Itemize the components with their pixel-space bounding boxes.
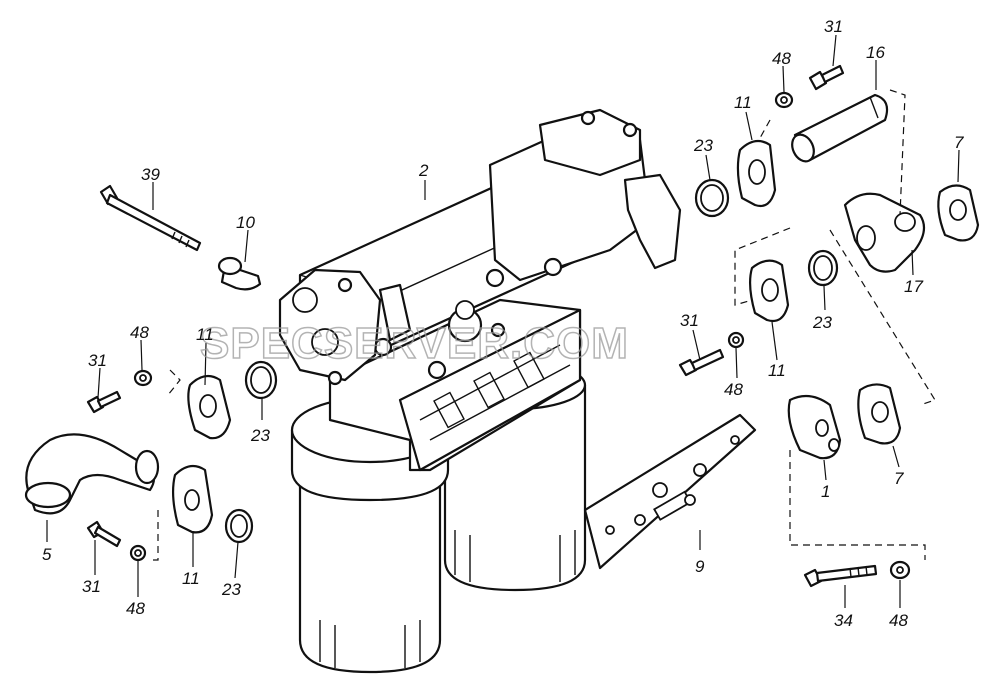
callout-48: 48: [772, 49, 791, 68]
callout-9: 9: [695, 557, 705, 576]
callout-23: 23: [221, 580, 241, 599]
adapter-plate: [787, 394, 842, 460]
callout-11: 11: [768, 361, 786, 380]
callout-48: 48: [126, 599, 145, 618]
callout-34: 34: [834, 611, 853, 630]
pipe-spigot: [791, 93, 889, 163]
callout-31: 31: [824, 17, 843, 36]
callout-11: 11: [196, 325, 214, 344]
washer-left-lower: [129, 544, 147, 562]
bolt-left-lower: [86, 520, 122, 548]
watermark: SPECSERVER.COM: [200, 319, 629, 368]
assembly-dashed-lines: [150, 89, 936, 561]
callout-23: 23: [812, 313, 832, 332]
callout-31: 31: [82, 577, 101, 596]
gasket-square-upper: [937, 184, 980, 242]
callout-5: 5: [42, 545, 52, 564]
filter-housing: [328, 298, 582, 472]
washer-right-mid: [727, 331, 745, 349]
long-bolt: [99, 184, 202, 252]
o-ring-right-mid: [807, 249, 839, 287]
callout-48: 48: [724, 380, 743, 399]
washer-right-upper: [774, 91, 794, 109]
callout-31: 31: [680, 311, 699, 330]
o-ring-left-lower: [224, 508, 254, 544]
gasket-right-mid: [748, 259, 790, 323]
callout-31: 31: [88, 351, 107, 370]
gasket-left-lower: [171, 464, 214, 534]
callout-23: 23: [693, 136, 713, 155]
front-flange: [278, 268, 382, 386]
callout-11: 11: [734, 93, 752, 112]
gasket-square-lower: [857, 383, 902, 445]
callout-1: 1: [821, 482, 830, 501]
elbow-pipe: [24, 433, 160, 515]
bolt-right-upper: [808, 64, 845, 91]
gasket-left-upper: [187, 374, 232, 440]
washer-right-lower: [889, 560, 911, 580]
callout-7: 7: [894, 469, 904, 488]
callout-10: 10: [236, 213, 255, 232]
callout-17: 17: [904, 277, 923, 296]
o-ring-left-upper: [244, 360, 278, 400]
callout-labels: 2 39 10 48 31 11 23 5 31 48 11 23 48 31 …: [42, 17, 964, 630]
outlet-flange: [843, 192, 926, 273]
callout-39: 39: [141, 165, 160, 184]
bolt-left-upper: [86, 390, 122, 414]
callout-7: 7: [954, 133, 964, 152]
callout-48: 48: [130, 323, 149, 342]
callout-16: 16: [866, 43, 885, 62]
callout-2: 2: [418, 161, 429, 180]
mounting-gasket: [583, 413, 757, 570]
bolt-right-mid: [678, 348, 725, 377]
bolt-right-lower: [803, 564, 878, 588]
o-ring-right-upper: [694, 178, 730, 218]
callout-23: 23: [250, 426, 270, 445]
spacer-sleeve: [217, 256, 262, 291]
callout-48: 48: [889, 611, 908, 630]
leader-lines: [46, 34, 960, 608]
callout-11: 11: [182, 569, 200, 588]
gasket-right-upper: [736, 139, 777, 208]
washer-left-upper: [133, 369, 153, 387]
